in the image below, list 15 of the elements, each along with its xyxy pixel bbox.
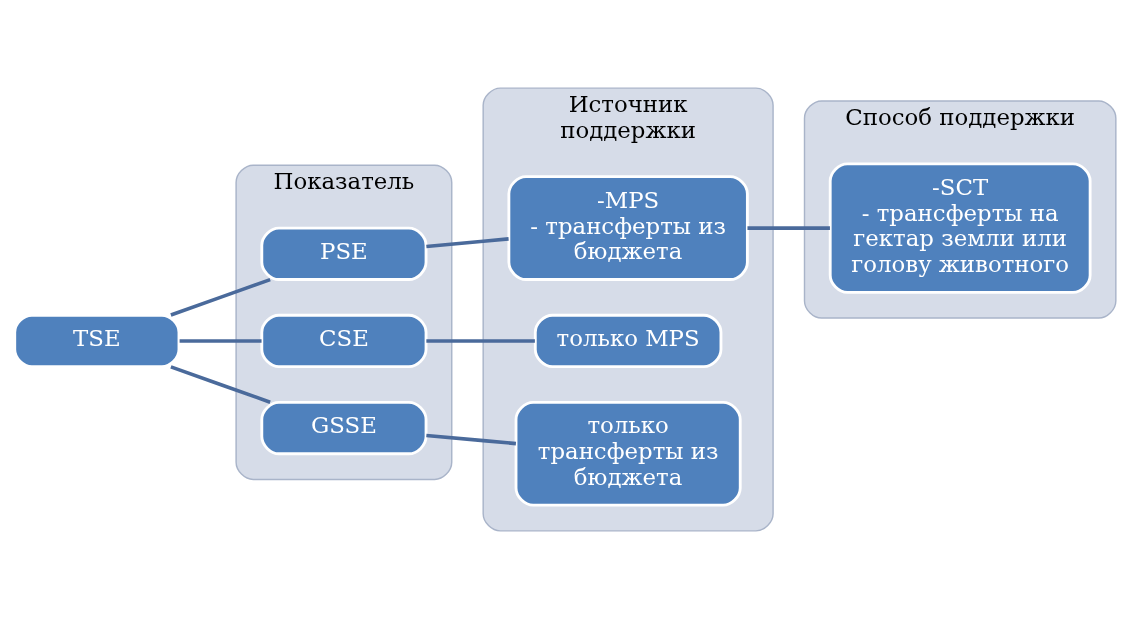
node-box: -MPS - трансферты из бюджета [507,175,749,281]
node-box: только MPS [533,313,723,369]
node-box: GSSE [260,400,428,456]
connector [426,433,517,446]
node-box: TSE [13,313,181,369]
connector [170,277,271,317]
connector [179,339,262,343]
connector [747,226,830,230]
node-box: только трансферты из бюджета [514,400,742,507]
connector [426,237,509,249]
node-box: CSE [260,313,428,369]
node-box: -SCT - трансферты на гектар земли или голову животного [828,162,1092,294]
connector [426,339,535,343]
node-box: PSE [260,226,428,281]
connector [170,365,271,404]
